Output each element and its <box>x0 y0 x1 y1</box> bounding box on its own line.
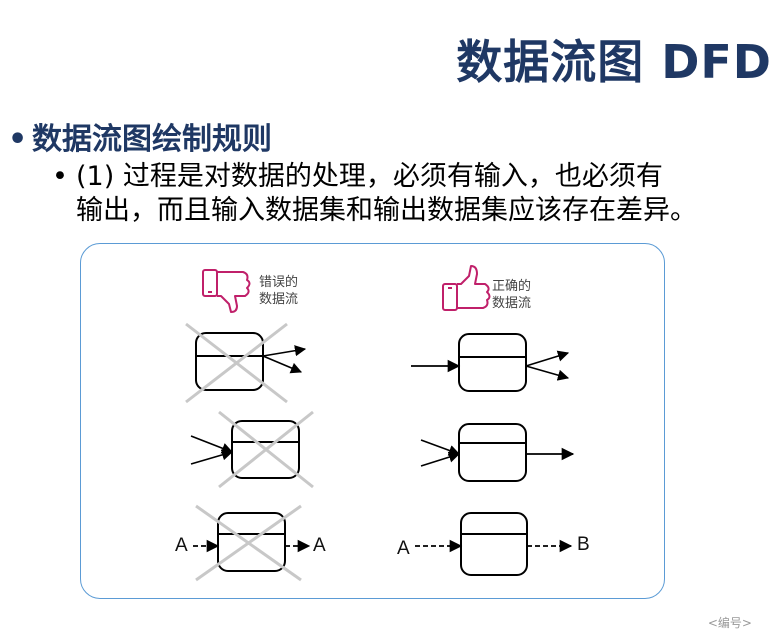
wrong-output-letter: A <box>313 535 326 556</box>
bullet-dot: • <box>8 122 28 157</box>
right-process-1 <box>411 333 570 392</box>
thumbs-up-icon <box>442 265 491 311</box>
wrong-flow-label-line2: 数据流 <box>259 292 299 307</box>
right-input-letter: A <box>397 538 410 559</box>
right-flow-label-line1: 正确的 <box>492 279 532 294</box>
right-flow-label-line2: 数据流 <box>492 296 532 311</box>
diagram-canvas <box>185 265 575 582</box>
bullet-level1-text: 数据流图绘制规则 <box>32 122 272 157</box>
wrong-process-3 <box>193 504 311 582</box>
page-number: <编号> <box>707 616 752 630</box>
wrong-process-1 <box>185 322 307 404</box>
bullet-level2-line2: 输出，而且输入数据集和输出数据集应该存在差异。 <box>76 195 697 226</box>
bullet-level2: • (1) 过程是对数据的处理，必须有输入，也必须有 输出，而且输入数据集和输出… <box>52 160 752 228</box>
right-process-2 <box>420 423 575 482</box>
bullet-level1: •数据流图绘制规则 <box>8 114 272 158</box>
bullet-level2-line1: (1) 过程是对数据的处理，必须有输入，也必须有 <box>76 161 663 192</box>
wrong-process-2 <box>190 410 314 489</box>
wrong-input-letter: A <box>175 535 188 556</box>
right-flow-label: 正确的 数据流 <box>492 278 531 312</box>
slide-title: 数据流图 DFD <box>456 35 772 89</box>
wrong-flow-label: 错误的 数据流 <box>259 274 298 308</box>
wrong-flow-label-line1: 错误的 <box>259 275 299 290</box>
right-output-letter: B <box>577 534 590 555</box>
dfd-rules-diagram: 错误的 数据流 正确的 数据流 A A A B <box>80 243 665 599</box>
right-process-3 <box>415 512 573 576</box>
bullet-dot: • <box>52 161 68 192</box>
thumbs-down-icon <box>202 269 251 313</box>
